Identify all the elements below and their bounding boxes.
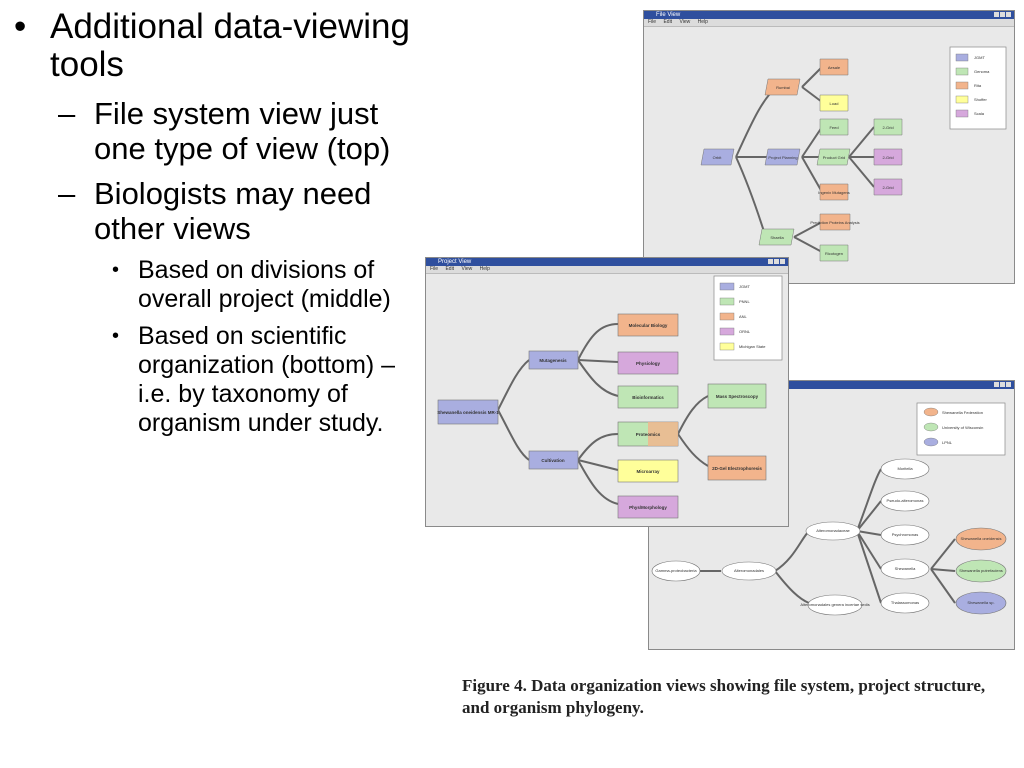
node-label: Load (830, 101, 839, 106)
legend: JGMT PNNL ANL ORNL Michigan State (713, 275, 783, 361)
file-tree-canvas: Orbit Rumbai Aesale Load Project Plannin… (644, 27, 1014, 283)
legend-label: JGMT (739, 284, 750, 289)
bullet-dash-icon: – (58, 96, 76, 131)
bullet-level3: • Based on scientific organization (bott… (112, 322, 424, 438)
legend: Shewanella Federation University of Wisc… (916, 402, 1006, 456)
node-label: Aesale (828, 65, 841, 70)
project-tree-canvas: Shewanella oneidensis MR-1 Mutagenesis C… (426, 274, 788, 526)
legend-label: ORNL (739, 329, 751, 334)
legend-label: LPNL (942, 440, 953, 445)
node-label: Ricotogen (825, 251, 843, 256)
bullet-dot-icon: • (14, 7, 27, 46)
node-label: Mutagenesis (539, 358, 567, 363)
node-label: Gamma-proteobacteria (655, 568, 697, 573)
menu-edit[interactable]: Edit (445, 266, 455, 272)
legend-label: ANL (739, 314, 748, 319)
window-titlebar[interactable] (649, 381, 1014, 389)
node-label: Pseudo-alteromonas (887, 498, 924, 503)
node-label: Shaella (770, 235, 784, 240)
legend: JGMT Genoma Rita Shoffer Scala (949, 46, 1007, 130)
window-title: Project View (438, 259, 472, 265)
menu-file[interactable]: File (648, 19, 657, 25)
node-label: Project Planning (768, 155, 797, 160)
node-label: Phys/Morphology (629, 505, 667, 510)
menu-help[interactable]: Help (697, 19, 708, 25)
node-label: Shewanella oneidensis (961, 536, 1002, 541)
node-label: Shewanella putrefaciens (959, 568, 1003, 573)
file-view-window: File View File Edit View Help Orbit Rumb… (643, 10, 1015, 284)
node-label: Molecular Biology (629, 323, 668, 328)
menubar: File Edit View Help (426, 266, 788, 274)
legend-label: Shewanella Federation (942, 410, 983, 415)
legend-label: PNNL (739, 299, 750, 304)
node-label: Cultivation (541, 458, 565, 463)
file-tree-graph: Orbit Rumbai Aesale Load Project Plannin… (700, 46, 1007, 262)
menu-view[interactable]: View (679, 19, 691, 25)
node-label: Mass Spectroscopy (716, 394, 759, 399)
project-view-window: Project View File Edit View Help S (425, 257, 789, 527)
bullet-level1: • Additional data-viewing tools (14, 8, 424, 84)
bullet-dot-icon: • (112, 325, 120, 347)
menu-file[interactable]: File (430, 266, 439, 272)
slide-bullets: • Additional data-viewing tools – File s… (14, 8, 424, 446)
menu-help[interactable]: Help (479, 266, 490, 272)
legend-label: JGMT (974, 55, 985, 60)
menu-view[interactable]: View (461, 266, 473, 272)
legend-label: Shoffer (974, 97, 987, 102)
node-label: Physiology (636, 361, 661, 366)
node-label: Rumbai (776, 85, 790, 90)
node-label: Microarray (636, 469, 660, 474)
menubar: File Edit View Help (644, 19, 1014, 27)
project-tree-graph: Shewanella oneidensis MR-1 Mutagenesis C… (437, 275, 783, 519)
bullet-level3: • Based on divisions of overall project … (112, 256, 424, 314)
node-label: Bioinformatics (632, 395, 664, 400)
legend-label: Genoma (974, 69, 990, 74)
window-titlebar[interactable]: File View (644, 11, 1014, 19)
node-label: Shewanella (895, 566, 916, 571)
node-label: Alteromonadales (734, 568, 764, 573)
bullet-text: Additional data-viewing tools (50, 7, 410, 84)
legend-label: Scala (974, 111, 985, 116)
window-controls-icon[interactable] (994, 382, 1012, 388)
window-titlebar[interactable]: Project View (426, 258, 788, 266)
window-controls-icon[interactable] (768, 259, 786, 265)
bullet-level2: – File system view just one type of view… (58, 96, 424, 166)
legend-label: Rita (974, 83, 982, 88)
node-label: Proteomics (636, 432, 661, 437)
node-label: 2-Grid (882, 125, 893, 130)
window-title: File View (656, 12, 681, 18)
node-label: Product Grid (823, 155, 845, 160)
node-label: Orbit (713, 155, 723, 160)
figure-caption: Figure 4. Data organization views showin… (462, 676, 986, 717)
legend-label: Michigan State (739, 344, 766, 349)
bullet-text: Biologists may need other views (94, 176, 372, 246)
node-label: 2D-Gel Electrophoresis (712, 466, 762, 471)
node-label: Prediction Proteins Analysis (810, 220, 859, 225)
node-label: Thalassomonas (891, 600, 919, 605)
node-label: Alteromonadaceae (816, 528, 850, 533)
window-controls-icon[interactable] (994, 12, 1012, 18)
phylogeny-graph: Gamma-proteobacteria Alteromonadales Alt… (651, 402, 1007, 616)
node-label: Ingenix Mutagens (818, 190, 850, 195)
node-label: Psychromonas (892, 532, 918, 537)
node-label: Shewanella oneidensis MR-1 (437, 410, 499, 415)
node-label: Shewanella sp. (967, 600, 994, 605)
bullet-text: Based on scientific organization (bottom… (138, 322, 396, 437)
bullet-dot-icon: • (112, 259, 120, 281)
bullet-text: File system view just one type of view (… (94, 96, 391, 166)
menu-edit[interactable]: Edit (663, 19, 673, 25)
bullet-level2: – Biologists may need other views (58, 176, 424, 246)
legend-label: University of Wisconsin (942, 425, 983, 430)
node-label: 2-Grid (882, 185, 893, 190)
node-label: Alteromonadales genera incertae sedis (800, 602, 869, 607)
node-label: Moritella (897, 466, 913, 471)
node-label: Feed (829, 125, 838, 130)
bullet-dash-icon: – (58, 176, 76, 211)
bullet-text: Based on divisions of overall project (m… (138, 256, 391, 313)
node-label: 2-Grid (882, 155, 893, 160)
